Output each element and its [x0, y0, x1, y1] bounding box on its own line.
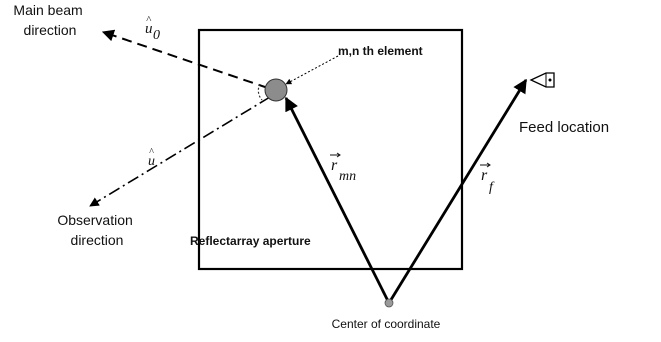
feed-horn-icon [529, 72, 555, 88]
r-mn-vector [284, 96, 391, 304]
svg-text:^: ^ [149, 147, 154, 158]
center-dot [384, 298, 394, 308]
r-mn-symbol: r mn [330, 152, 356, 184]
r-f-symbol: r f [480, 162, 495, 195]
element-label: m,n th element [338, 44, 423, 58]
main-beam-label: Main beam direction [13, 2, 86, 38]
svg-text:^: ^ [146, 14, 152, 26]
svg-text:r: r [481, 167, 488, 184]
main-beam-line [101, 29, 269, 89]
u0-symbol: u ^ 0 [145, 14, 160, 43]
svg-text:f: f [489, 180, 495, 195]
svg-text:0: 0 [153, 28, 160, 43]
observation-label: Observation direction [57, 212, 136, 248]
observation-line [89, 96, 271, 207]
center-label: Center of coordinate [332, 317, 441, 331]
svg-text:mn: mn [339, 169, 356, 184]
aperture-outline [197, 28, 464, 271]
svg-text:r: r [331, 157, 338, 174]
element-pointer [285, 55, 339, 85]
r-f-vector [387, 78, 528, 304]
array-element-icon [257, 78, 288, 102]
feed-location-label: Feed location [519, 119, 609, 136]
svg-text:u: u [145, 21, 153, 37]
aperture-label: Reflectarray aperture [190, 234, 311, 248]
u-symbol: u ^ [148, 147, 155, 169]
svg-text:u: u [148, 154, 155, 169]
